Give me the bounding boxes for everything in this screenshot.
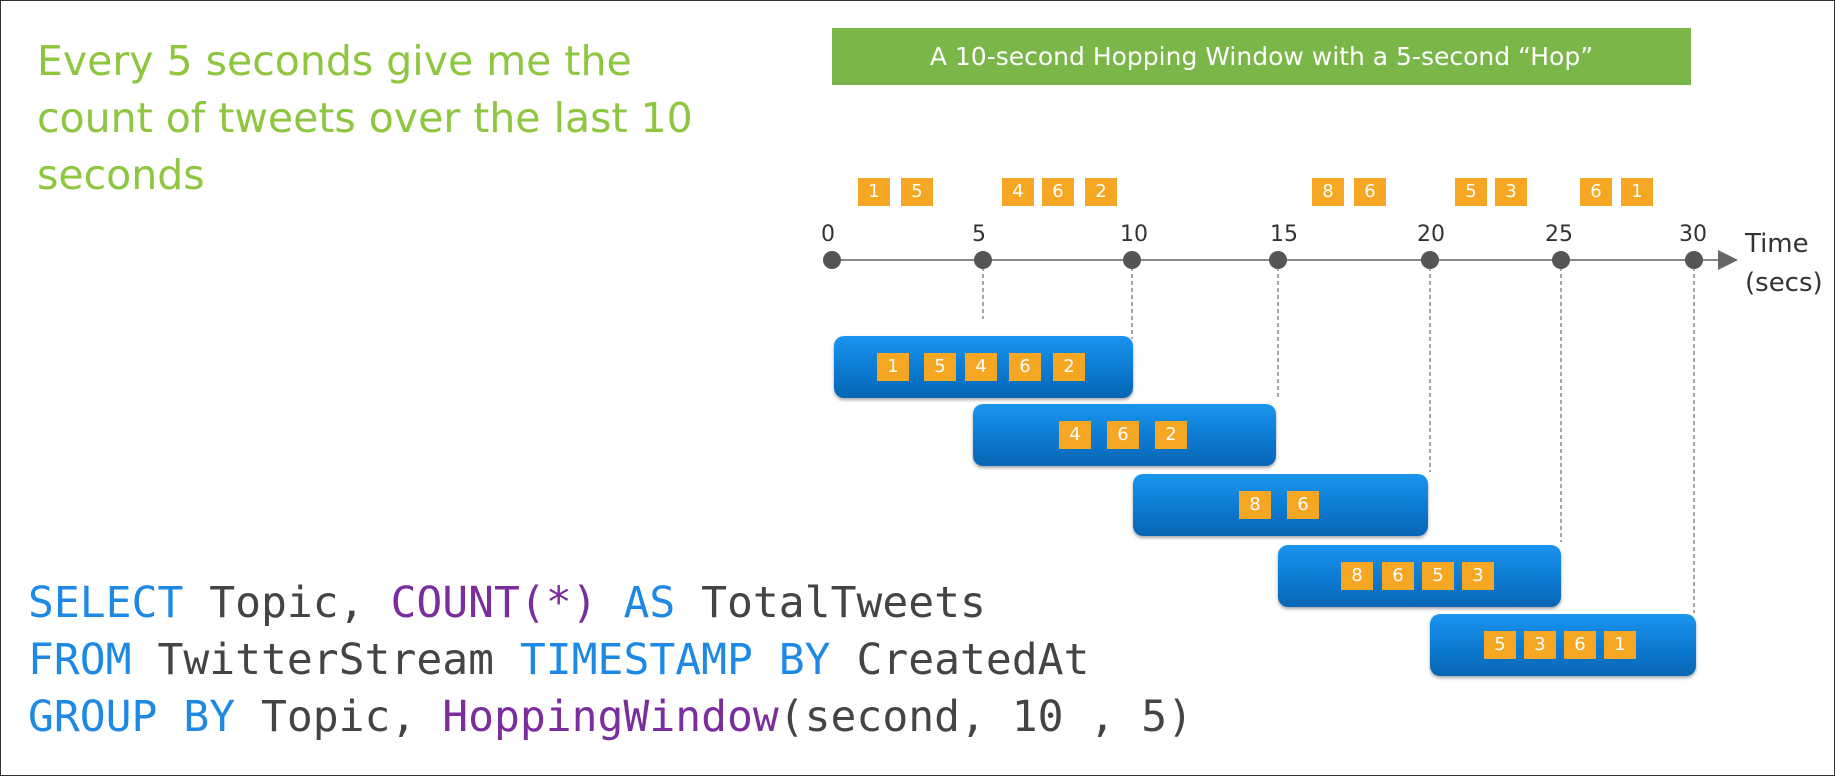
hopping-window-10-20: 8 6	[1133, 474, 1428, 536]
sql-text: Topic,	[183, 578, 391, 628]
sql-text: TotalTweets	[675, 578, 986, 628]
event-square: 8	[1312, 178, 1344, 206]
event-square: 6	[1580, 178, 1612, 206]
sql-function: HoppingWindow	[442, 692, 779, 742]
axis-dot	[823, 251, 841, 269]
tick-label: 20	[1417, 222, 1445, 247]
axis-dot	[1269, 251, 1287, 269]
sql-keyword: GROUP BY	[28, 692, 236, 742]
tick-label: 25	[1545, 222, 1573, 247]
sql-query: SELECT Topic, COUNT(*) AS TotalTweets FR…	[28, 575, 1193, 746]
window-event: 3	[1524, 631, 1556, 659]
sql-keyword: SELECT	[28, 578, 184, 628]
axis-dot	[974, 251, 992, 269]
axis-unit-sublabel: (secs)	[1745, 268, 1823, 298]
window-event: 6	[1107, 421, 1139, 449]
diagram-title-banner: A 10-second Hopping Window with a 5-seco…	[832, 28, 1691, 85]
axis-dot	[1552, 251, 1570, 269]
tick-label: 10	[1120, 222, 1148, 247]
window-event: 3	[1462, 562, 1494, 590]
window-event: 8	[1239, 491, 1271, 519]
sql-text: Topic,	[235, 692, 443, 742]
sql-text: CreatedAt	[830, 635, 1090, 685]
window-event: 6	[1382, 562, 1414, 590]
event-square: 6	[1042, 178, 1074, 206]
tick-label: 5	[972, 222, 986, 247]
hopping-window-20-30: 5 3 6 1	[1430, 614, 1696, 676]
window-event: 2	[1053, 353, 1085, 381]
hopping-window-5-15: 4 6 2	[973, 404, 1276, 466]
event-square: 5	[1455, 178, 1487, 206]
window-event: 5	[1422, 562, 1454, 590]
window-event: 6	[1287, 491, 1319, 519]
event-square: 2	[1085, 178, 1117, 206]
event-square: 3	[1495, 178, 1527, 206]
event-square: 5	[901, 178, 933, 206]
window-event: 5	[924, 353, 956, 381]
tick-label: 30	[1679, 222, 1707, 247]
axis-dot	[1123, 251, 1141, 269]
sql-keyword: AS	[623, 578, 676, 628]
axis-dot	[1685, 251, 1703, 269]
window-event: 8	[1341, 562, 1373, 590]
window-event: 5	[1484, 631, 1516, 659]
axis-dot	[1421, 251, 1439, 269]
window-event: 1	[1604, 631, 1636, 659]
headline: Every 5 seconds give me the count of twe…	[37, 37, 693, 199]
window-event: 4	[965, 353, 997, 381]
window-event: 1	[877, 353, 909, 381]
axis-unit-label: Time	[1744, 229, 1809, 259]
sql-text	[598, 578, 624, 628]
event-square: 6	[1354, 178, 1386, 206]
hopping-window-0-10: 1 5 4 6 2	[834, 336, 1133, 398]
event-square: 1	[858, 178, 890, 206]
window-event: 6	[1564, 631, 1596, 659]
window-event: 2	[1155, 421, 1187, 449]
event-square: 4	[1002, 178, 1034, 206]
sql-keyword: TIMESTAMP BY	[519, 635, 831, 685]
sql-text: TwitterStream	[131, 635, 520, 685]
hopping-window-15-25: 8 6 5 3	[1278, 545, 1561, 607]
sql-keyword: FROM	[28, 635, 132, 685]
window-event: 4	[1059, 421, 1091, 449]
sql-text: (second, 10 , 5)	[778, 692, 1193, 742]
tick-label: 0	[821, 222, 835, 247]
tick-label: 15	[1270, 222, 1298, 247]
event-square: 1	[1621, 178, 1653, 206]
window-event: 6	[1009, 353, 1041, 381]
sql-function: COUNT(*)	[390, 578, 598, 628]
